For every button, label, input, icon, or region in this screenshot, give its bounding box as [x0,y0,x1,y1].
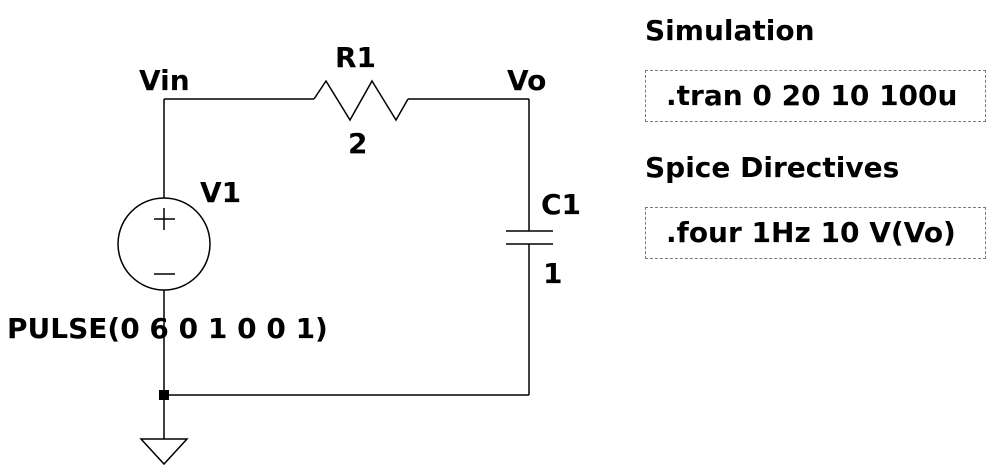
simulation-directive-box[interactable]: .tran 0 20 10 100u [645,70,986,122]
spice-directive-text: .four 1Hz 10 V(Vo) [666,216,956,249]
net-label-vo: Vo [507,64,546,97]
simulation-directive-text: .tran 0 20 10 100u [666,79,958,112]
resistor-r1-value: 2 [348,127,367,160]
net-label-vin: Vin [139,64,190,97]
spice-directives-heading: Spice Directives [645,151,900,184]
simulation-heading: Simulation [645,14,815,47]
spice-directive-box[interactable]: .four 1Hz 10 V(Vo) [645,207,986,259]
source-v1-name: V1 [200,176,241,209]
capacitor-c1-value: 1 [543,257,562,290]
resistor-r1-symbol[interactable] [313,79,409,122]
junction-dot [159,390,169,400]
source-v1-value: PULSE(0 6 0 1 0 0 1) [7,312,328,345]
ground-icon[interactable] [139,438,189,466]
capacitor-c1-name: C1 [541,188,581,221]
resistor-r1-name: R1 [335,41,376,74]
